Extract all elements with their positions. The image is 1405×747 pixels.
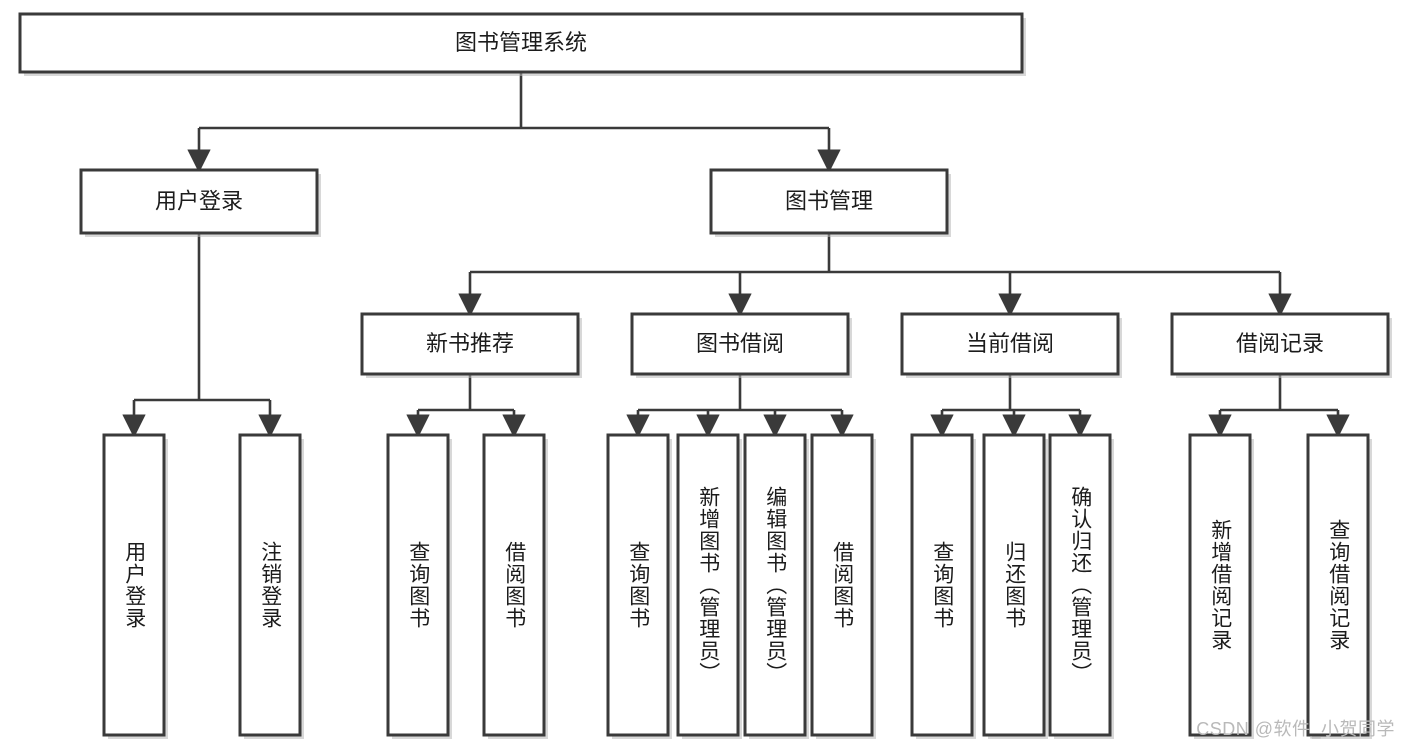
watermark-text: CSDN @软件_小贺同学 (1196, 719, 1395, 739)
node-root-0[interactable] (18, 12, 1024, 74)
node-leaf-3[interactable] (482, 433, 546, 737)
node-leaf-2[interactable] (386, 433, 450, 737)
node-root-label-0: 图书管理系统 (455, 30, 587, 55)
node-leaf-10[interactable] (1048, 433, 1112, 737)
node-level2-label-0: 用户登录 (155, 188, 243, 213)
node-leaf-9[interactable] (982, 433, 1046, 737)
node-level2-1[interactable] (709, 168, 949, 235)
node-leaf-12[interactable] (1306, 433, 1370, 737)
node-level3-3[interactable] (1170, 312, 1390, 376)
connectors-layer (122, 72, 1350, 438)
node-level3-label-1: 图书借阅 (696, 331, 784, 356)
node-level2-0[interactable] (79, 168, 319, 235)
boxes-layer (18, 12, 1390, 737)
node-leaf-8[interactable] (910, 433, 974, 737)
node-leaf-11[interactable] (1188, 433, 1252, 737)
node-leaf-4[interactable] (606, 433, 670, 737)
node-leaf-1[interactable] (238, 433, 302, 737)
node-leaf-5[interactable] (676, 433, 740, 737)
node-level3-2[interactable] (900, 312, 1120, 376)
node-level2-label-1: 图书管理 (785, 188, 873, 213)
node-level3-label-0: 新书推荐 (426, 331, 514, 356)
node-level3-1[interactable] (630, 312, 850, 376)
node-level3-label-2: 当前借阅 (966, 331, 1054, 356)
node-level3-label-3: 借阅记录 (1236, 331, 1324, 356)
node-leaf-6[interactable] (743, 433, 807, 737)
node-leaf-7[interactable] (810, 433, 874, 737)
node-level3-0[interactable] (360, 312, 580, 376)
node-leaf-0[interactable] (102, 433, 166, 737)
